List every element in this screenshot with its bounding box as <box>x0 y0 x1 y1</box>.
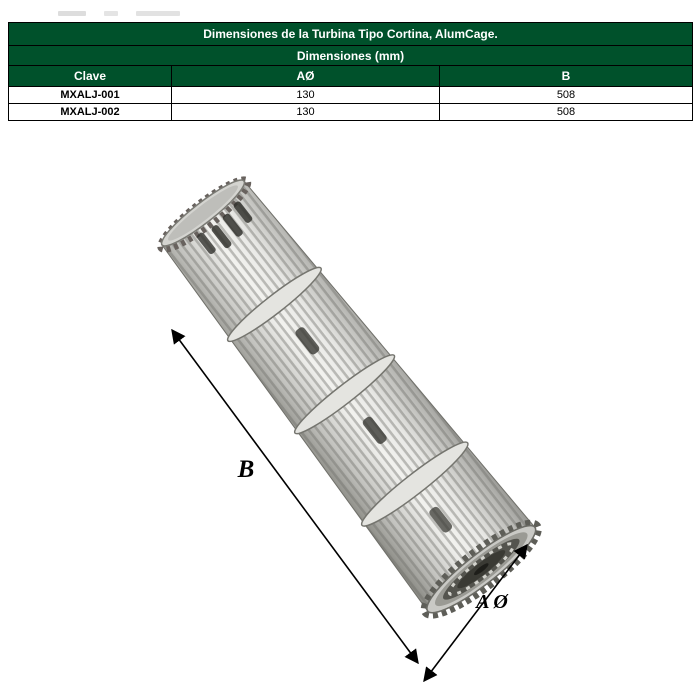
table-row: MXALJ-002 130 508 <box>8 103 693 121</box>
cell-clave: MXALJ-002 <box>8 103 172 121</box>
table-row: MXALJ-001 130 508 <box>8 86 693 104</box>
turbine-far-end <box>157 176 253 255</box>
table-title: Dimensiones de la Turbina Tipo Cortina, … <box>8 22 693 46</box>
table-title-row: Dimensiones de la Turbina Tipo Cortina, … <box>8 22 693 46</box>
cell-b-value: 508 <box>439 103 693 121</box>
cropped-text-artifact <box>58 9 180 17</box>
cell-a-value: 130 <box>171 86 440 104</box>
col-header-a-diameter: AØ <box>171 65 440 87</box>
spec-table: Dimensiones de la Turbina Tipo Cortina, … <box>8 22 693 121</box>
dim-a-label: A Ø <box>474 591 509 613</box>
cell-clave: MXALJ-001 <box>8 86 172 104</box>
turbine-body <box>157 176 542 619</box>
dim-b-label: B <box>237 456 255 483</box>
dimension-line-a: A Ø <box>423 543 528 683</box>
dimension-line-b: B <box>171 328 419 665</box>
